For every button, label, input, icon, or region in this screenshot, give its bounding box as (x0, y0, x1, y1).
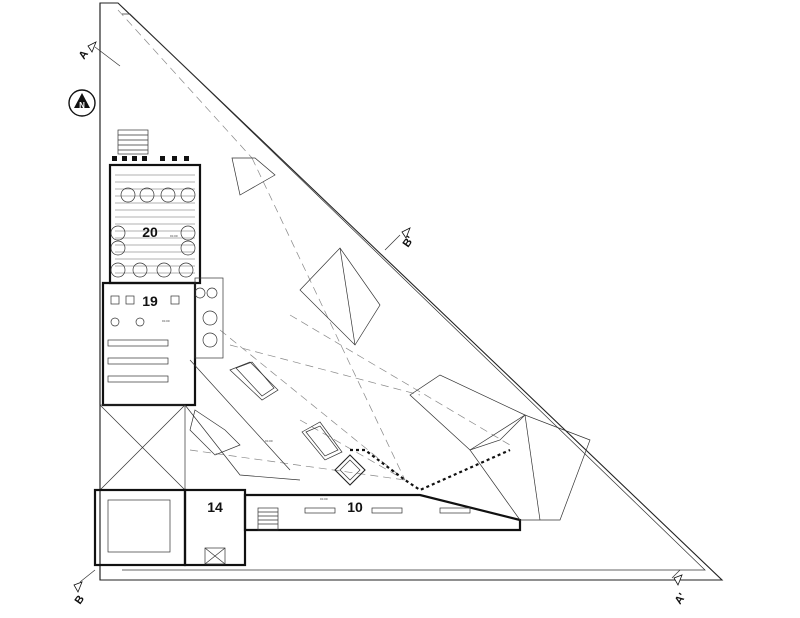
section-marker-b-left: B (73, 569, 96, 607)
section-label-a-top: A (77, 48, 91, 61)
room-19-block: 19 ±0.00 (101, 277, 224, 407)
circulation-path (184, 359, 301, 481)
site-boundary (99, 2, 724, 581)
room-14-label: 14 (207, 499, 223, 515)
room-20-block: 20 ±0.00 (108, 129, 202, 285)
section-marker-a-bottom: A' (671, 569, 689, 607)
level-tag-10: ±0.00 (320, 497, 328, 501)
section-label-b-right: B' (401, 234, 417, 250)
north-arrow-icon: N (68, 89, 96, 117)
room-19-label: 19 (142, 293, 158, 309)
roof-structures (231, 157, 591, 521)
level-tag-19: ±0.00 (162, 319, 170, 323)
bottom-block: 14 10 ±0.00 (93, 488, 522, 567)
section-marker-a-top: A (77, 41, 121, 67)
section-marker-b-right: B' (384, 227, 417, 251)
lower-left-area (99, 404, 186, 491)
section-label-b-left: B (73, 593, 87, 606)
level-tag-20: ±0.00 (170, 234, 178, 238)
level-tag-court: ±0.00 (265, 439, 273, 443)
room-20-label: 20 (142, 224, 158, 240)
projection-dashed-lines (117, 9, 511, 481)
north-letter: N (79, 101, 85, 110)
section-label-a-bottom: A' (673, 591, 689, 607)
skylights: ±0.00 (229, 361, 343, 461)
central-dotted-wall (334, 448, 511, 492)
room-10-label: 10 (347, 499, 363, 515)
